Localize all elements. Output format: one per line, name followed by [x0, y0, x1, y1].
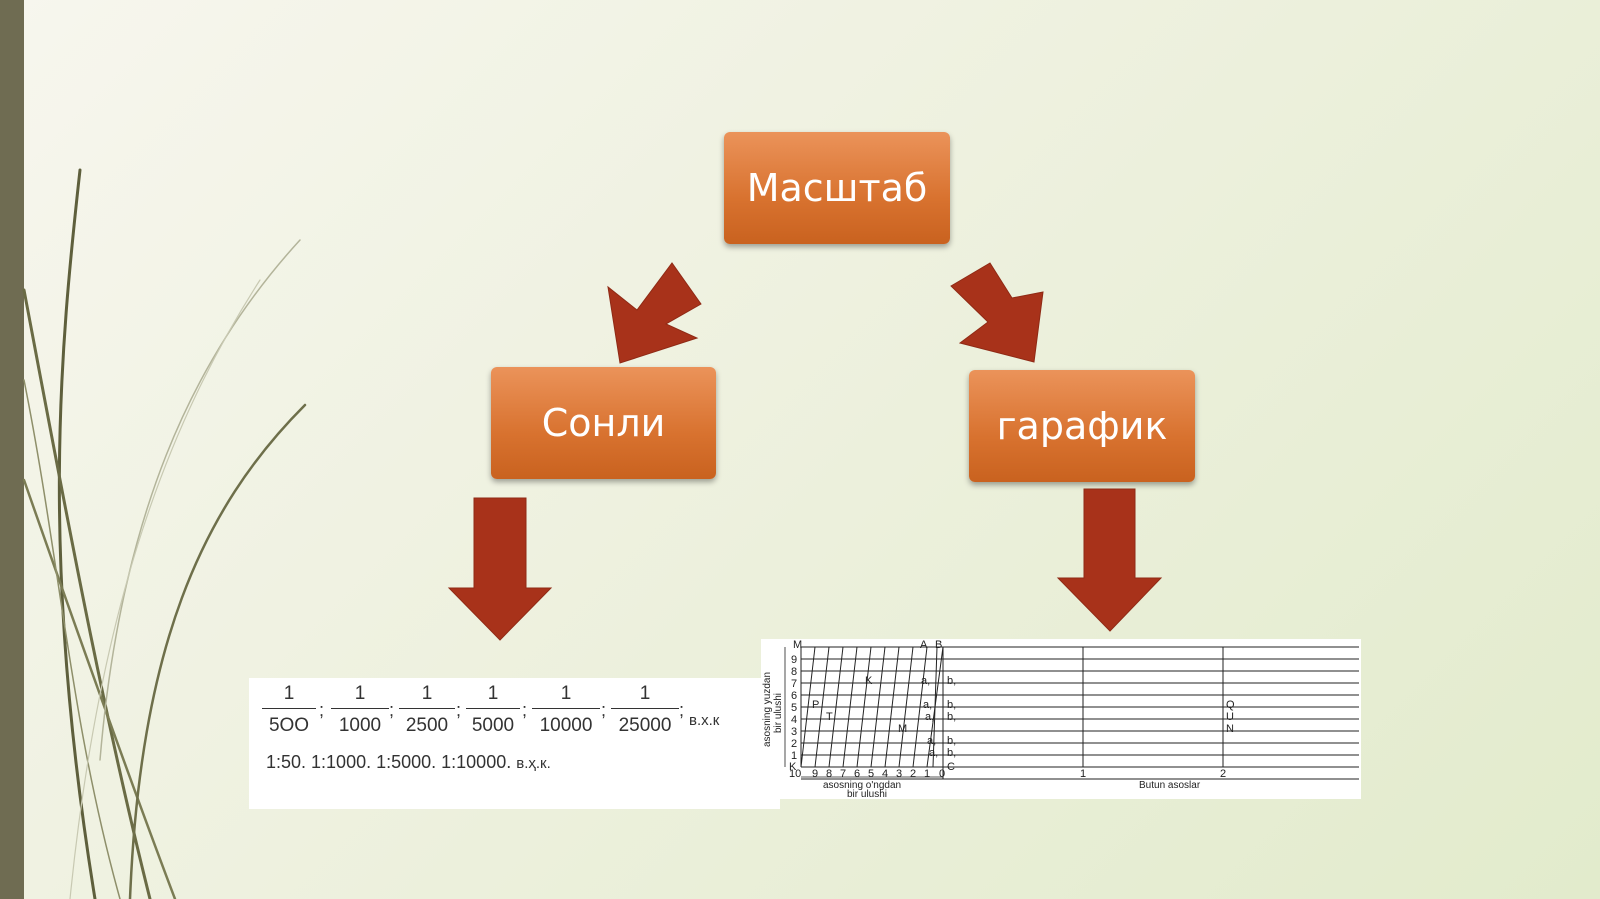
left-accent-bar: [0, 0, 24, 899]
ratios-suffix: в.ҳ.к.: [516, 755, 551, 772]
b-label: b,: [947, 711, 956, 723]
left-num: 1: [791, 750, 797, 762]
point-k: K: [865, 675, 873, 687]
left-num: 6: [791, 690, 797, 702]
denominator: 10000: [539, 715, 593, 736]
bottom-num: 6: [854, 768, 860, 780]
arrow-root-to-right: [950, 262, 1044, 363]
right-node: гарафик: [969, 370, 1195, 482]
a-label: a,: [925, 711, 934, 723]
fraction-3: 1 2500: [399, 683, 455, 737]
fraction-5: 1 10000: [532, 683, 600, 737]
bottom-num: 10: [789, 768, 801, 780]
numerator: 1: [283, 683, 295, 704]
fraction-6: 1 25000: [611, 683, 679, 737]
separator: ;: [319, 700, 325, 720]
bottom-num: 4: [882, 768, 888, 780]
bottom-num: 8: [826, 768, 832, 780]
b-label: b,: [947, 675, 956, 687]
numerator: 1: [560, 683, 572, 704]
separator: ;: [456, 700, 462, 720]
numerator: 1: [354, 683, 366, 704]
point-n: N: [1226, 723, 1234, 735]
left-num: 9: [791, 654, 797, 666]
b-label: b,: [947, 747, 956, 759]
numeric-scale-panel: 1 5OO ; 1 1000 ; 1 2500 ; 1 5000 ; 1 100…: [249, 678, 780, 809]
left-num: 4: [791, 714, 797, 726]
point-p: P: [812, 699, 819, 711]
left-num: K: [789, 761, 797, 773]
left-num: 5: [791, 702, 797, 714]
left-num: 3: [791, 726, 797, 738]
label-b: B: [935, 639, 942, 651]
side-label-1: asosning yuzdan: [762, 672, 773, 747]
bottom-label-1: asosning o'ngdan: [823, 780, 901, 791]
point-m: M: [898, 723, 907, 735]
separator: ;: [389, 700, 395, 720]
c-label: C: [947, 761, 955, 773]
bottom-num: 5: [868, 768, 874, 780]
bottom-num: 1: [924, 768, 930, 780]
b-label: b,: [947, 735, 956, 747]
denominator: 5OO: [268, 715, 310, 736]
left-num: 8: [791, 666, 797, 678]
point-u: U: [1226, 711, 1234, 723]
ratios-line: 1:50. 1:1000. 1:5000. 1:10000. в.ҳ.к.: [266, 752, 551, 773]
fraction-1: 1 5OO: [262, 683, 316, 737]
bottom-num: 2: [910, 768, 916, 780]
denominator: 2500: [405, 715, 449, 736]
b-label: b,: [947, 699, 956, 711]
bottom-num: 3: [896, 768, 902, 780]
graphic-scale-drawing: M A B 9 8 7 6 5 4 3 2 1 K 10 9 8 7 6 5 4…: [762, 639, 1359, 800]
a-label: a,: [921, 675, 930, 687]
whole-num: 2: [1220, 768, 1226, 780]
arrow-root-to-left: [607, 262, 702, 364]
bottom-num: 9: [812, 768, 818, 780]
numerator: 1: [487, 683, 499, 704]
point-q: Q: [1226, 699, 1235, 711]
a-label: a,: [923, 699, 932, 711]
left-node: Сонли: [491, 367, 716, 479]
a-label: a,: [929, 747, 938, 759]
fractions-suffix: в.х.к: [689, 712, 720, 729]
left-num: 2: [791, 738, 797, 750]
fraction-2: 1 1000: [331, 683, 389, 737]
arrow-right-down: [1056, 488, 1163, 632]
ratios-text: 1:50. 1:1000. 1:5000. 1:10000.: [266, 752, 512, 772]
denominator: 1000: [338, 715, 382, 736]
bottom-num: 7: [840, 768, 846, 780]
numerator: 1: [421, 683, 433, 704]
a-label: a,: [927, 735, 936, 747]
label-a: A: [920, 639, 928, 651]
separator: ;: [679, 700, 685, 720]
arrow-left-down: [447, 497, 553, 641]
side-label-2: bir ulushi: [773, 693, 784, 733]
root-node: Масштаб: [724, 132, 950, 244]
bottom-label-2: bir ulushi: [847, 789, 887, 799]
left-num: 7: [791, 678, 797, 690]
fraction-4: 1 5000: [466, 683, 520, 737]
denominator: 5000: [471, 715, 515, 736]
denominator: 25000: [618, 715, 672, 736]
bottom-label-3: Butun asoslar: [1139, 780, 1201, 791]
grass-decoration: [22, 168, 307, 899]
separator: ;: [522, 700, 528, 720]
separator: ;: [601, 700, 607, 720]
graphic-scale-panel: M A B 9 8 7 6 5 4 3 2 1 K 10 9 8 7 6 5 4…: [761, 639, 1361, 800]
numerator: 1: [639, 683, 651, 704]
bottom-num: 0: [939, 768, 945, 780]
whole-num: 1: [1080, 768, 1086, 780]
point-t: T: [826, 711, 833, 723]
label-m: M: [793, 639, 802, 651]
